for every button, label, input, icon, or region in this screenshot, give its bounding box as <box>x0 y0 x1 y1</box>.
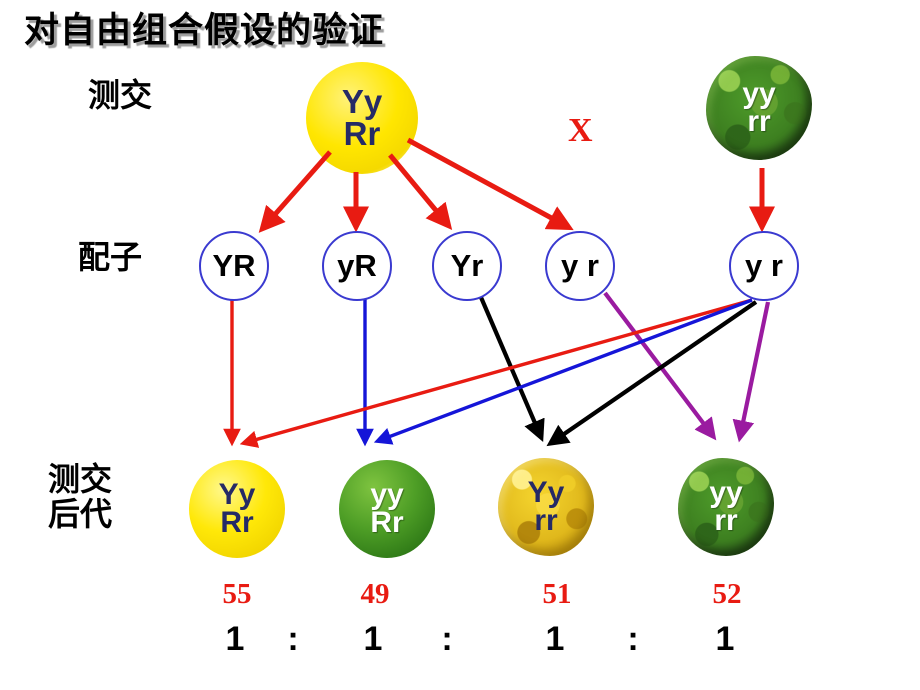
ratio-separator-1: : <box>287 620 299 658</box>
ratio-separator-2: : <box>441 620 453 658</box>
count-offspring4: 52 <box>712 578 742 610</box>
gamete-yr-maternal[interactable]: y r <box>545 231 615 301</box>
offspring4-genotype-line2: rr <box>714 504 738 537</box>
row-label-testcross: 测交 <box>88 77 153 113</box>
parent-green-wrinkled[interactable]: yy rr <box>706 56 812 160</box>
offspring1-genotype-line1: Yy <box>218 477 256 511</box>
gamete-Yr[interactable]: Yr <box>432 231 502 301</box>
offspring1-genotype: Yy Rr <box>189 460 285 558</box>
gamete-yr-paternal[interactable]: y r <box>729 231 799 301</box>
row-label-offspring-line1: 测交 <box>48 461 113 497</box>
offspring3-genotype-line1: Yy <box>527 475 565 509</box>
arrow-parent1-to-gamete-YR <box>258 150 332 233</box>
offspring4-genotype-line1: yy <box>709 475 743 509</box>
gamete-yR[interactable]: yR <box>322 231 392 301</box>
parent-yellow-genotype-line1: Yy <box>341 83 383 120</box>
arrow-parent1-to-gamete-Yr <box>388 153 453 231</box>
arrow-gamete-yr4-to-offspring4 <box>603 291 717 441</box>
arrow-gamete-yr5-to-offspring2 <box>373 298 753 445</box>
offspring4-genotype: yy rr <box>678 458 774 556</box>
arrow-gamete-yr5-to-offspring4 <box>732 301 771 443</box>
ratio-offspring2: 1 <box>363 620 383 658</box>
offspring-yellow-round[interactable]: Yy Rr <box>189 460 285 558</box>
offspring2-genotype-line1: yy <box>370 477 404 511</box>
offspring2-genotype: yy Rr <box>339 460 435 558</box>
parent-yellow-genotype-line2: Rr <box>343 115 381 152</box>
parent-yellow-round[interactable]: Yy Rr <box>306 62 418 174</box>
arrow-parent1-to-gamete-yr <box>406 137 574 231</box>
count-offspring3: 51 <box>542 578 572 610</box>
page-title: 对自由组合假设的验证 <box>24 11 385 50</box>
parent-green-genotype-line1: yy <box>742 76 776 110</box>
arrow-gamete-yr5-to-offspring1 <box>239 298 753 448</box>
row-label-offspring-line2: 后代 <box>48 495 113 532</box>
cross-symbol: X <box>568 112 593 149</box>
offspring3-genotype: Yy rr <box>498 458 594 556</box>
count-offspring1: 55 <box>222 578 252 610</box>
ratio-offspring3: 1 <box>545 620 565 658</box>
offspring1-genotype-line2: Rr <box>220 506 254 539</box>
ratio-offspring1: 1 <box>225 620 245 658</box>
arrow-gamete-Yr-to-offspring3 <box>475 287 545 443</box>
parent-green-genotype-line2: rr <box>747 105 771 138</box>
offspring2-genotype-line2: Rr <box>370 506 404 539</box>
offspring-green-wrinkled[interactable]: yy rr <box>678 458 774 556</box>
ratio-offspring4: 1 <box>715 620 735 658</box>
row-label-gametes: 配子 <box>78 239 143 275</box>
count-offspring2: 49 <box>360 578 390 610</box>
offspring-yellow-wrinkled[interactable]: Yy rr <box>498 458 594 556</box>
gamete-YR[interactable]: YR <box>199 231 269 301</box>
parent-green-genotype: yy rr <box>706 56 812 160</box>
arrow-gamete-yr5-to-offspring3 <box>546 300 758 447</box>
offspring3-genotype-line2: rr <box>534 504 558 537</box>
row-label-offspring: 测交 后代 <box>48 462 112 531</box>
offspring-green-round[interactable]: yy Rr <box>339 460 435 558</box>
ratio-separator-3: : <box>627 620 639 658</box>
